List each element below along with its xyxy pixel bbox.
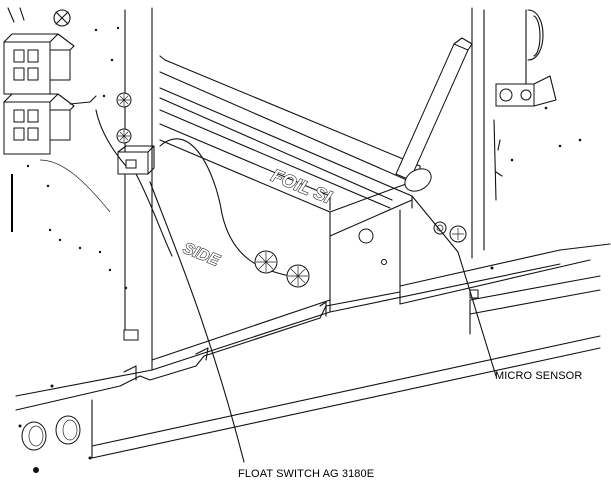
float-switch-body — [117, 145, 155, 175]
panel-knockout-lower — [116, 128, 132, 144]
relay-upper — [3, 33, 75, 95]
float-switch-leader — [149, 181, 245, 463]
base-knockouts — [21, 415, 81, 451]
micro-sensor-leader — [411, 195, 497, 377]
relay-lower — [3, 93, 97, 155]
base-frame — [15, 243, 611, 473]
right-components — [493, 9, 582, 201]
center-partition — [329, 7, 485, 313]
access-slot — [123, 329, 139, 341]
relay-bank — [3, 7, 97, 232]
micro-sensor-label: MICRO SENSOR — [495, 370, 583, 382]
micro-sensor — [433, 221, 467, 243]
wall-knockouts: SIDE — [180, 228, 387, 288]
foil-side-stencil-lower: SIDE — [181, 240, 223, 270]
foil-side-stencil-upper: FOIL SI — [269, 165, 336, 207]
float-switch-cable — [95, 109, 173, 257]
left-side-panel — [26, 7, 153, 371]
sensor-rod — [395, 37, 473, 192]
panel-knockout-upper — [116, 92, 132, 108]
drain-pan: FOIL SI — [159, 55, 421, 237]
float-switch-label: FLOAT SWITCH AG 3180E — [238, 468, 375, 480]
